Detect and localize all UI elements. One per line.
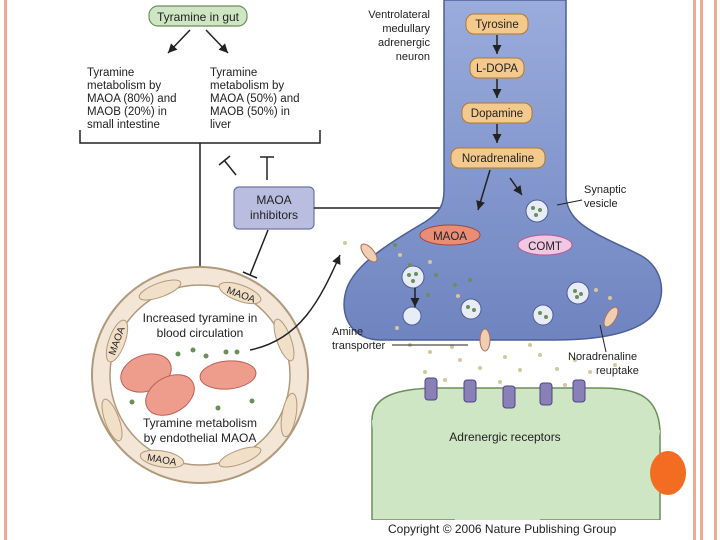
pathway-tyrosine: Tyrosine [475,19,518,31]
tyramine-gut-box [148,5,248,27]
maoa-inhibitors-line-2: inhibitors [250,208,298,222]
red-blood-cells [120,353,257,416]
tyramine-gut-label: Tyramine in gut [157,10,240,24]
tyramine-diagram: Tyramine in gut Tyramine metabolism by M… [79,0,663,520]
liver-line-2: metabolism by [210,80,284,92]
reuptake-line-2: reuptake [596,365,639,377]
amine-transporter-line-2: transporter [332,340,386,352]
vessel-text-bottom-1: Tyramine metabolism [143,416,257,430]
neuron-comt: COMT [528,241,562,253]
arrow-to-intestine [167,29,191,54]
vessel-text-top-1: Increased tyramine in [143,311,258,325]
liver-line-3: MAOA (50%) and [210,93,299,105]
frame-left-line [4,0,7,540]
receptor-proteins [424,377,586,409]
synaptic-vesicle-line-1: Synaptic [584,184,627,196]
intestine-line-1: Tyramine [87,67,134,79]
pathway-dopamine: Dopamine [471,108,523,120]
frame-right-line-2 [700,0,703,540]
liver-line-1: Tyramine [210,67,257,79]
synaptic-vesicle-line-2: vesicle [584,198,618,210]
frame-right-line-3 [714,0,717,540]
organ-bracket [79,130,321,144]
intestine-line-3: MAOA (80%) and [87,93,176,105]
arrow-to-liver [205,29,229,54]
frame-right-line-1 [693,0,696,540]
synaptic-vesicles [401,199,590,326]
vessel-maoa-label-3: MAOA [146,453,177,469]
intestine-line-5: small intestine [87,119,160,131]
liver-line-5: liver [210,119,231,131]
liver-line-4: MAOB (50%) in [210,106,290,118]
intestine-line-2: metabolism by [87,80,161,92]
presynaptic-neuron [343,0,663,341]
copyright-text: Copyright © 2006 Nature Publishing Group [388,522,617,536]
neuron-label-4: neuron [396,51,430,63]
orange-bullet-dot [650,451,686,495]
neuron-label-3: adrenergic [378,37,430,49]
amine-transporter-line-1: Amine [332,326,363,338]
neuron-label-2: medullary [382,23,430,35]
vessel-text-top-2: blood circulation [157,326,244,340]
reuptake-line-1: Noradrenaline [568,351,637,363]
neuron-label-1: Ventrolateral [368,9,430,21]
neuron-maoa: MAOA [433,231,467,243]
intestine-line-4: MAOB (20%) in [87,106,167,118]
vessel-text-bottom-2: by endothelial MAOA [144,431,257,445]
maoa-inhibitors-line-1: MAOA [256,193,291,207]
pathway-noradrenaline: Noradrenaline [462,153,534,165]
pathway-ldopa: L-DOPA [476,63,518,75]
adrenergic-receptors: Adrenergic receptors [449,430,560,444]
